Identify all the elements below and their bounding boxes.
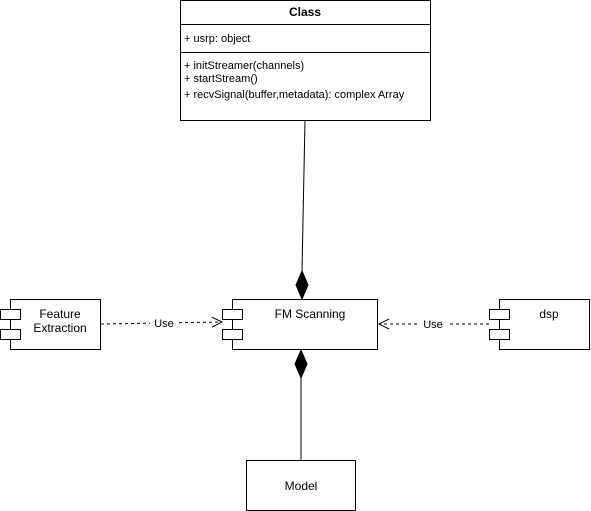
component-feature-extraction[interactable]: Feature Extraction [0,299,101,350]
component-label: Extraction [33,321,86,335]
component-port [489,309,510,320]
composition-edge-model [294,348,308,460]
component-label: FM Scanning [275,307,346,321]
edge-label-bg [419,318,447,331]
class-method: + startStream() [184,73,258,85]
component-port [222,309,243,320]
class-attribute: + usrp: object [184,33,250,45]
composition-diamond [294,348,308,380]
class-box[interactable]: Class + usrp: object + initStreamer(chan… [180,0,431,121]
edge-label: Use [423,319,443,331]
component-label: dsp [539,307,559,321]
model-box[interactable]: Model [246,460,356,511]
component-port [222,329,243,340]
composition-diamond [295,269,309,301]
component-fm-scanning[interactable]: FM Scanning [222,299,378,350]
class-method: + initStreamer(channels) [184,60,304,72]
dependency-edge-left: Use [100,317,222,330]
component-dsp[interactable]: dsp [489,299,590,350]
component-port [0,309,21,320]
composition-edge-class [295,119,309,301]
component-label: Feature [39,307,81,321]
edge-label: Use [154,318,174,330]
class-title: Class [289,5,321,19]
class-method: + recvSignal(buffer,metadata): complex A… [184,89,405,101]
edge-label-bg [150,317,178,330]
dependency-edge-right: Use [379,318,489,331]
model-label: Model [285,479,318,493]
component-port [489,329,510,340]
component-port [0,329,21,340]
